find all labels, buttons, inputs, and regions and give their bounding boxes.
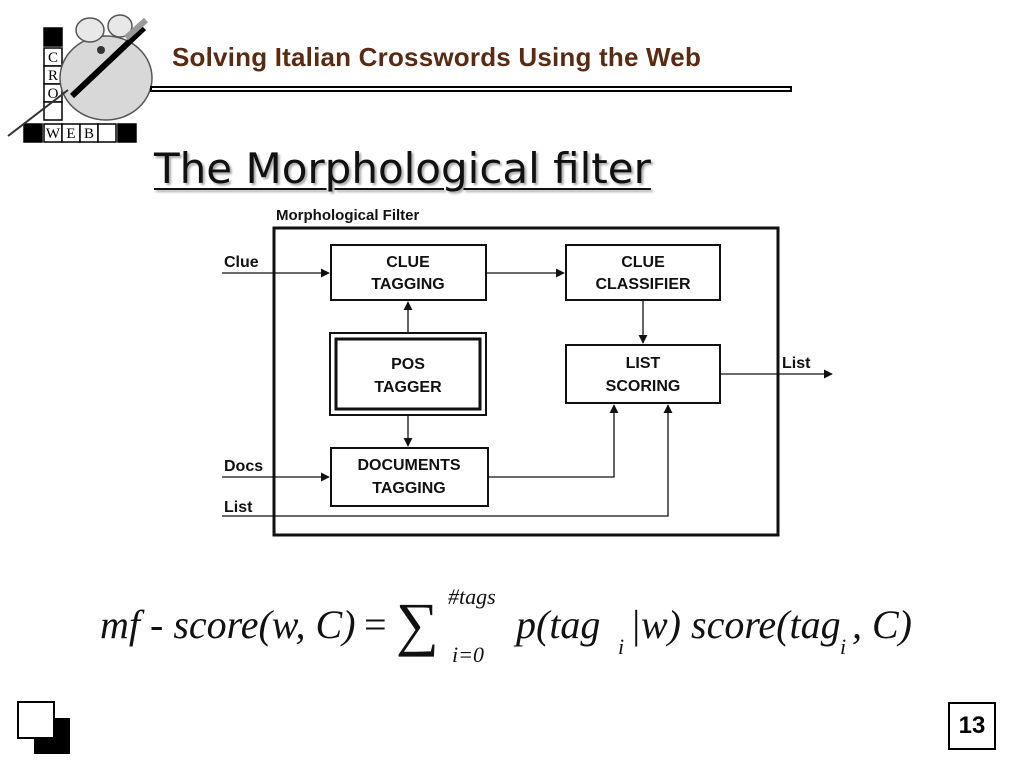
slide-title: The Morphological filter — [154, 144, 651, 193]
logo-letter-e: E — [66, 126, 75, 142]
documents-tagging-line2: TAGGING — [372, 480, 445, 497]
clue-tagging-box: CLUE TAGGING — [330, 244, 487, 301]
pos-tagger-box: POS TAGGER — [329, 332, 487, 416]
mouse-icon — [7, 14, 153, 137]
input-clue-label: Clue — [224, 254, 259, 271]
filter-frame — [272, 226, 780, 537]
list-scoring-box: LIST SCORING — [565, 344, 721, 404]
header-rule — [150, 86, 792, 92]
formula-subscript-1: i — [618, 634, 624, 659]
logo-letter-w: W — [46, 126, 61, 142]
logo-letter-c: C — [48, 50, 58, 66]
formula-lower-limit: i=0 — [452, 642, 484, 667]
documents-tagging-line1: DOCUMENTS — [357, 457, 460, 474]
logo-letter-b: B — [84, 126, 94, 142]
formula-rhs-1: p(tag — [513, 602, 600, 647]
morphological-filter-diagram: Morphological Filter CLUE TAGGING CLUE C… — [222, 207, 833, 537]
pos-tagger-line2: TAGGER — [374, 379, 442, 396]
documents-tagging-box: DOCUMENTS TAGGING — [330, 447, 489, 507]
formula-equals: = — [364, 602, 387, 647]
input-docs-label: Docs — [224, 458, 263, 475]
formula-rhs-3: , C) — [852, 602, 912, 647]
formula-sum: ∑ — [396, 591, 439, 657]
formula-upper-limit: #tags — [448, 584, 496, 609]
mf-score-formula: mf - score(w, C) = ∑ #tags i=0 p(tag i |… — [100, 584, 912, 667]
formula-subscript-2: i — [840, 634, 846, 659]
header-title: Solving Italian Crosswords Using the Web — [172, 42, 702, 72]
arrow-list-to-scoring — [222, 404, 673, 517]
logo-letter-o: O — [48, 86, 59, 102]
arrow-docs-to-scoring — [488, 404, 619, 478]
list-scoring-line2: SCORING — [606, 378, 681, 395]
pos-tagger-line1: POS — [391, 356, 425, 373]
formula-lhs: mf - score(w, C) — [100, 602, 356, 647]
input-list-label: List — [224, 499, 253, 516]
output-list-label: List — [782, 355, 811, 372]
clue-classifier-box: CLUE CLASSIFIER — [565, 244, 721, 301]
clue-tagging-line1: CLUE — [386, 254, 430, 271]
frame-label: Morphological Filter — [276, 207, 419, 224]
logo-letter-r: R — [48, 68, 58, 84]
clue-tagging-line2: TAGGING — [371, 276, 444, 293]
crossword-grid — [23, 27, 137, 143]
clue-classifier-line1: CLUE — [621, 254, 665, 271]
formula-rhs-2: |w) score(tag — [630, 602, 841, 647]
page-number: 13 — [948, 702, 996, 750]
corner-squares-icon — [17, 701, 70, 754]
list-scoring-line1: LIST — [626, 355, 661, 372]
clue-classifier-line2: CLASSIFIER — [595, 276, 691, 293]
crossword-mouse-logo: C R O W E B — [7, 14, 153, 143]
